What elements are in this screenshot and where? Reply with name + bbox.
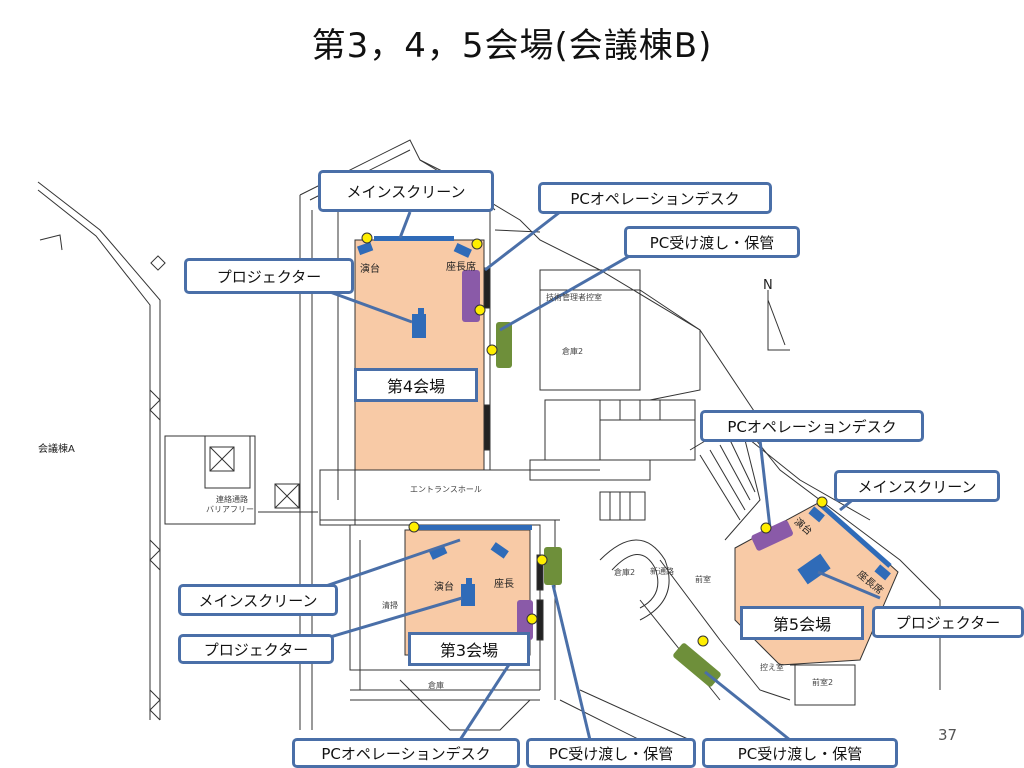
label-new-passage: 新通路 <box>650 567 674 576</box>
callout-room3-main-screen: メインスクリーン <box>178 584 338 616</box>
label-passage: 連絡通路 <box>216 495 248 504</box>
room4-screen <box>374 236 454 241</box>
room3-name: 第3会場 <box>408 632 530 666</box>
room3-pc-handover <box>544 547 562 585</box>
north-arrow-label: N <box>763 278 773 293</box>
callout-room4-pc-handover: PC受け渡し・保管 <box>624 226 800 258</box>
label-tech-room: 技術管理者控室 <box>546 293 602 302</box>
markers <box>361 232 828 647</box>
room3-podium-label: 演台 <box>434 582 454 593</box>
room5-screen <box>818 502 892 568</box>
label-storage2: 倉庫2 <box>562 347 584 356</box>
callout-room3-projector: プロジェクター <box>178 634 334 664</box>
room5-operation-desk <box>751 520 793 551</box>
room3-chair-label: 座長 <box>494 579 514 590</box>
callout-room4-projector: プロジェクター <box>184 258 354 294</box>
callout-room5-main-screen: メインスクリーン <box>834 470 1000 502</box>
room3-chair-desk <box>490 542 509 559</box>
room5-name: 第5会場 <box>740 606 864 640</box>
label-entrance-hall: エントランスホール <box>410 485 482 494</box>
room3-operation-desk <box>517 600 533 640</box>
label-front-room2: 前室2 <box>812 678 834 687</box>
room4-pc-handover <box>496 322 512 368</box>
callout-room3-pc-handover: PC受け渡し・保管 <box>526 738 696 768</box>
room4-name: 第4会場 <box>354 368 478 402</box>
room3-podium-desk <box>429 544 448 560</box>
room3-projector <box>461 584 475 606</box>
callout-room5-pc-handover: PC受け渡し・保管 <box>702 738 898 768</box>
label-front-room: 前室 <box>695 575 711 584</box>
room3-screen <box>412 525 532 530</box>
page-number: 37 <box>938 726 958 744</box>
room4-chair-desk <box>453 242 472 258</box>
label-building-a: 会議棟A <box>38 444 75 455</box>
room4-projector <box>412 314 426 338</box>
callout-room5-operation-desk: PCオペレーションデスク <box>700 410 924 442</box>
room4-chair-label: 座長席 <box>446 262 476 273</box>
label-reception: 控え室 <box>760 663 784 672</box>
leader-lines <box>319 210 881 742</box>
callout-room5-projector: プロジェクター <box>872 606 1024 638</box>
room4-podium-label: 演台 <box>360 264 380 275</box>
callout-room4-main-screen: メインスクリーン <box>318 170 494 212</box>
page-title: 第3，4，5会場(会議棟B) <box>311 26 713 66</box>
room5-projector <box>797 553 831 585</box>
label-storage2b: 倉庫2 <box>614 568 636 577</box>
callout-room4-operation-desk: PCオペレーションデスク <box>538 182 772 214</box>
callout-room3-operation-desk: PCオペレーションデスク <box>292 738 520 768</box>
room5-podium-desk <box>808 506 825 523</box>
room4-podium-desk <box>357 241 374 256</box>
label-storage: 倉庫 <box>428 681 444 690</box>
label-cleaning: 清掃 <box>382 601 398 610</box>
room5-chair-desk <box>874 564 891 581</box>
label-barrier-free: バリアフリー <box>206 505 254 514</box>
